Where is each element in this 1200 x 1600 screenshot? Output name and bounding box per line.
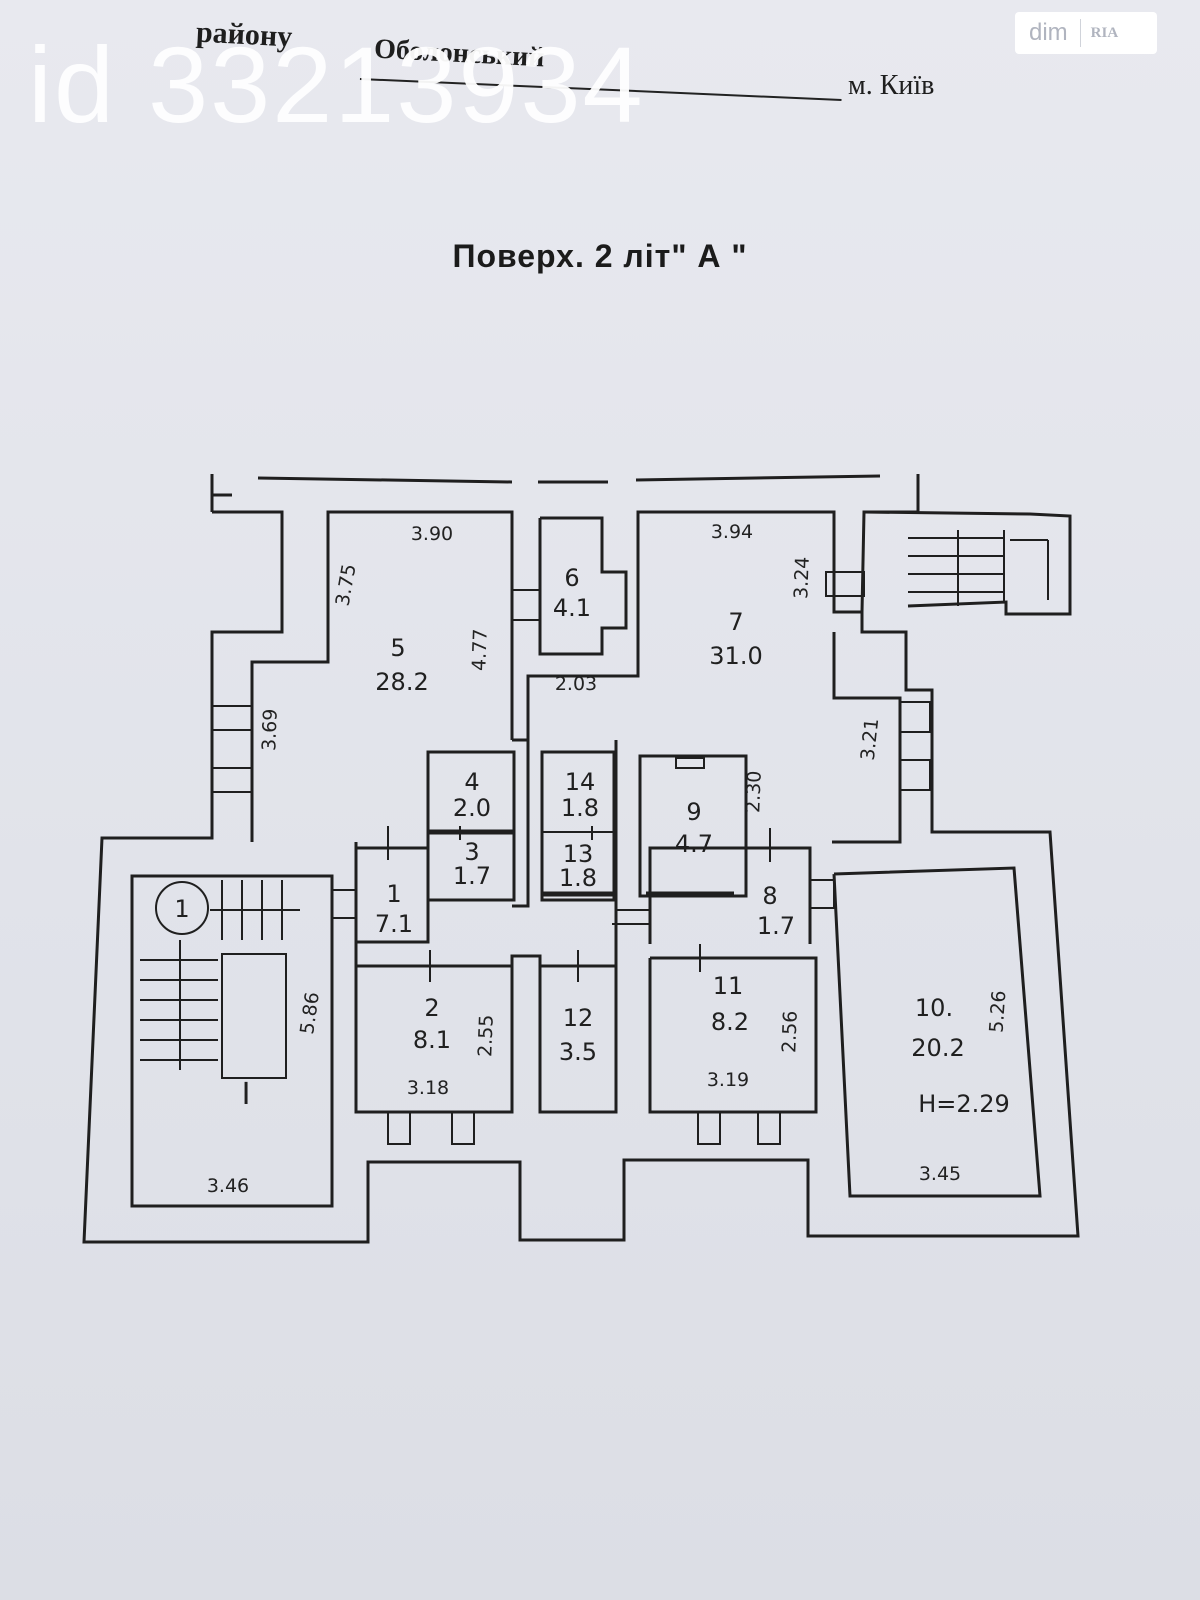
dim-11: 3.18	[407, 1077, 449, 1099]
dim-4: 3.94	[711, 521, 753, 543]
stair-number-circle	[155, 881, 209, 935]
room-7-right-wall	[832, 632, 902, 844]
room-8-num: 8	[762, 882, 777, 910]
dim-15: 3.45	[919, 1163, 961, 1185]
room-13-area: 1.8	[559, 864, 597, 892]
dim-14: 5.26	[986, 990, 1011, 1034]
core-wall-center	[512, 738, 530, 908]
dimension-labels: 3.90 3.75 4.77 3.69 3.94 3.24 2.03 3.21 …	[207, 521, 1011, 1197]
dim-6: 2.03	[555, 673, 597, 695]
brand-ria-text: RIA	[1090, 24, 1119, 41]
facade-top-line	[210, 474, 920, 512]
room-12-area: 3.5	[559, 1038, 597, 1066]
room-7-num: 7	[728, 608, 743, 636]
room-10-area: 20.2	[911, 1034, 964, 1062]
dim-16: 3.46	[207, 1175, 249, 1197]
room-5-num: 5	[390, 634, 405, 662]
dim-8: 2.30	[742, 770, 765, 813]
door-marks	[387, 826, 771, 982]
windows	[211, 571, 931, 1145]
room-3-area: 1.7	[453, 862, 491, 890]
dim-10: 2.55	[474, 1014, 497, 1057]
stair-well-opening	[221, 953, 287, 1079]
room-4-area: 2.0	[453, 794, 491, 822]
dim-7: 3.21	[857, 717, 883, 761]
room-6-wall	[538, 516, 628, 656]
room-11-num: 11	[713, 972, 744, 1000]
room-13-num: 13	[563, 840, 594, 868]
room-10-wall	[832, 866, 1042, 1198]
brand-dim-text: dim	[1029, 19, 1068, 46]
stairwell-I-wall	[130, 874, 334, 1208]
room-9-fixture	[675, 757, 705, 769]
room-1-num: 1	[386, 880, 401, 908]
room-2-num: 2	[424, 994, 439, 1022]
stair-steps-top	[210, 880, 300, 940]
room-6-num: 6	[564, 564, 579, 592]
rooms-3-4-block	[426, 750, 516, 902]
room-9-wall	[638, 754, 748, 898]
room-5-wall	[250, 510, 514, 842]
brand-separator	[1079, 19, 1081, 47]
room-14-area: 1.8	[561, 794, 599, 822]
external-stair-wall	[863, 510, 1072, 616]
dim-12: 3.19	[707, 1069, 749, 1091]
room-6-area: 4.1	[553, 594, 591, 622]
stair-circle-number: 1	[174, 895, 189, 923]
room-10-num: 10.	[915, 994, 953, 1022]
dim-0: 3.90	[411, 523, 453, 545]
room-5-area: 28.2	[375, 668, 428, 696]
external-stair-steps	[908, 530, 1049, 606]
dim-3: 3.69	[258, 708, 281, 751]
floor-title: Поверх. 2 літ" А "	[452, 238, 748, 274]
listing-id-watermark: id 33213934	[28, 24, 645, 145]
outer-boundary-wall	[82, 494, 1080, 1244]
dim-1: 3.75	[332, 562, 361, 607]
room-9-num: 9	[686, 798, 701, 826]
room-2-area: 8.1	[413, 1026, 451, 1054]
dim-2: 4.77	[468, 628, 491, 671]
room-14-num: 14	[565, 768, 596, 796]
room-11-area: 8.2	[711, 1008, 749, 1036]
room-10-height: H=2.29	[918, 1090, 1010, 1118]
dim-13: 2.56	[778, 1010, 801, 1053]
stair-steps-left	[140, 940, 218, 1070]
room-1-area: 7.1	[375, 910, 413, 938]
header-city: м. Київ	[848, 70, 935, 101]
room-3-num: 3	[464, 838, 479, 866]
dim-ria-logo: dim RIA	[1015, 12, 1157, 54]
dim-5: 3.24	[790, 556, 813, 599]
room-12-num: 12	[563, 1004, 594, 1032]
room-7-area: 31.0	[709, 642, 762, 670]
rooms-13-14-block	[540, 750, 616, 902]
room-labels: 1 7.1 2 8.1 3 1.7 4 2.0 5 28.2 6 4.1 7 3…	[174, 564, 1009, 1118]
room-11-wall	[648, 956, 818, 1114]
core-wall-left	[354, 740, 618, 1114]
room-4-num: 4	[464, 768, 479, 796]
room-7-wall	[526, 510, 862, 740]
dim-9: 5.86	[296, 991, 324, 1036]
room-8-area: 1.7	[757, 912, 795, 940]
room-9-area: 4.7	[675, 830, 713, 858]
stairwell-roman: I	[242, 1077, 251, 1112]
